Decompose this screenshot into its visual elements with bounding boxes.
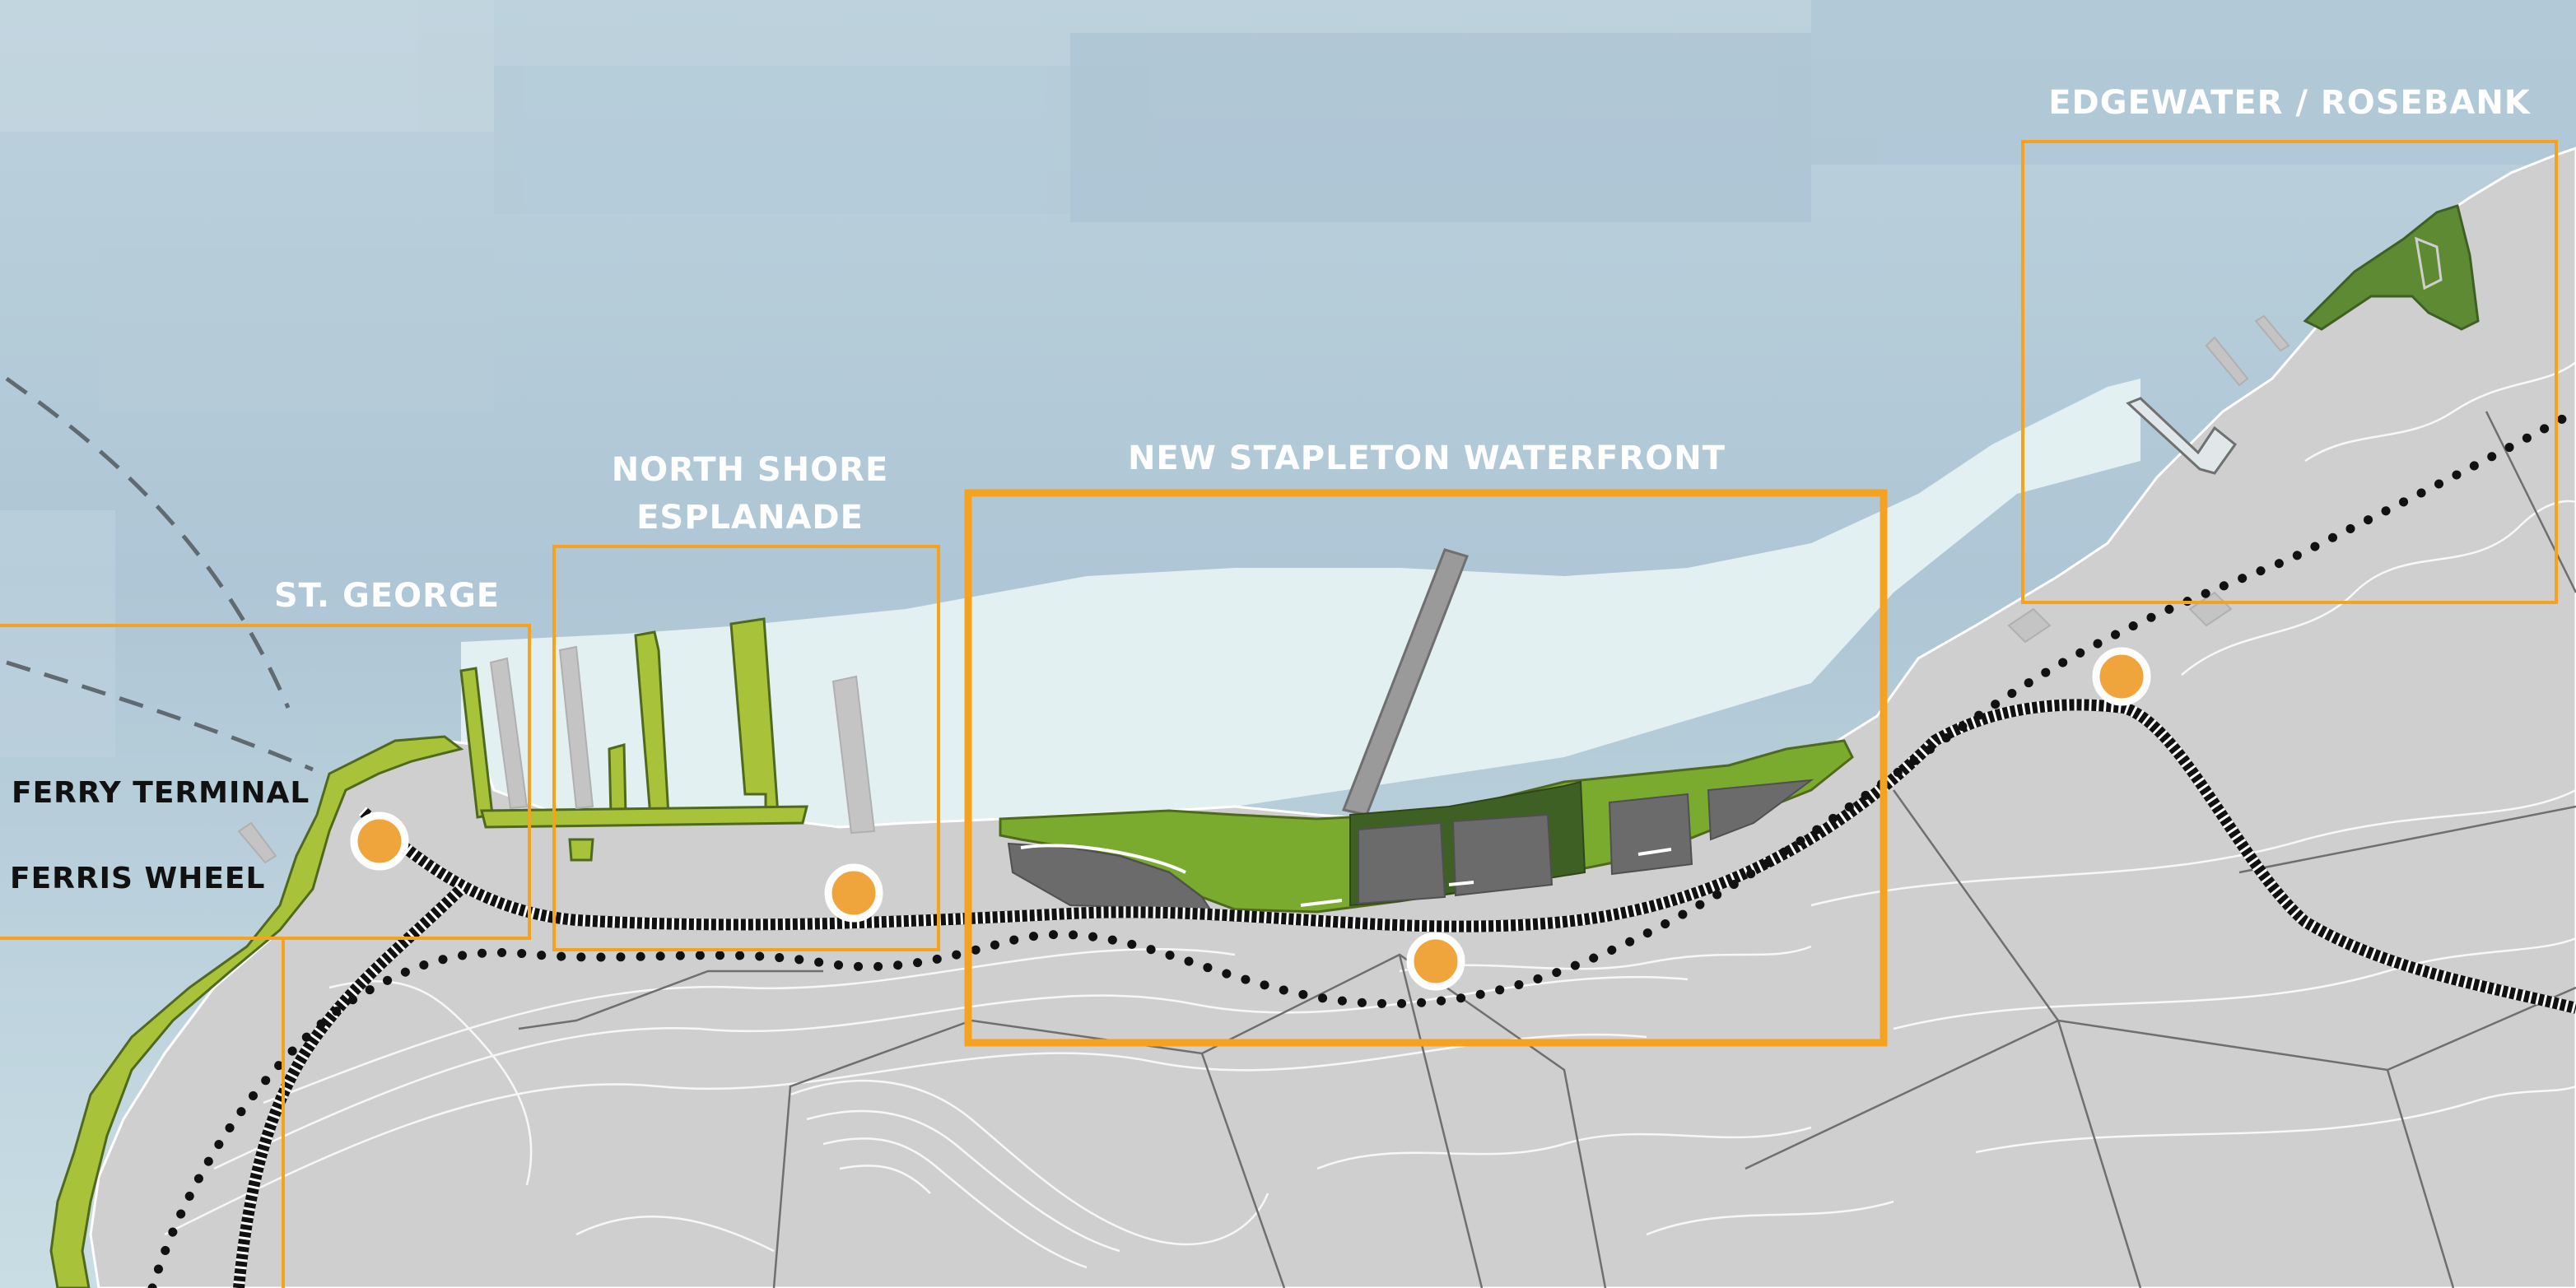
station-marker-icon: [350, 647, 2151, 991]
focus-area-boxes: [0, 140, 2558, 1288]
label-north-shore-line2: ESPLANADE: [636, 499, 864, 537]
topographic-contours: [164, 361, 2576, 1269]
water-depth-patches: [0, 0, 2576, 757]
label-st-george: ST. GEORGE: [274, 577, 500, 615]
edgewater-rosebank-box: [2021, 140, 2558, 604]
new-stapleton-waterfront-box: [964, 489, 1888, 1047]
north-shore-esplanade-box: [552, 545, 940, 951]
label-north-shore-line1: NORTH SHORE: [612, 451, 889, 489]
shallow-water: [461, 379, 2140, 839]
label-ferris-wheel: FERRIS WHEEL: [10, 862, 265, 895]
ferris-wheel-box: [0, 937, 285, 1288]
edgewater-pier: [2126, 397, 2238, 475]
label-edgewater-rosebank: EDGEWATER / ROSEBANK: [2048, 84, 2532, 122]
north-shore-piers: [459, 617, 808, 862]
stapleton-walkways: [1020, 844, 1672, 907]
edgewater-park: [2303, 204, 2480, 331]
street-grid: [518, 411, 2576, 1288]
ferry-route-icon: [5, 376, 314, 772]
edgewater-park-detail: [2415, 236, 2443, 291]
grey-piers: [237, 314, 2290, 864]
st-george-waterfront-park: [49, 735, 464, 1288]
label-new-stapleton: NEW STAPLETON WATERFRONT: [1128, 439, 1726, 477]
label-ferry-terminal: FERRY TERMINAL: [12, 776, 310, 810]
stapleton-buildings: [1007, 779, 1814, 911]
dotted-transit-line: [147, 407, 2576, 1288]
